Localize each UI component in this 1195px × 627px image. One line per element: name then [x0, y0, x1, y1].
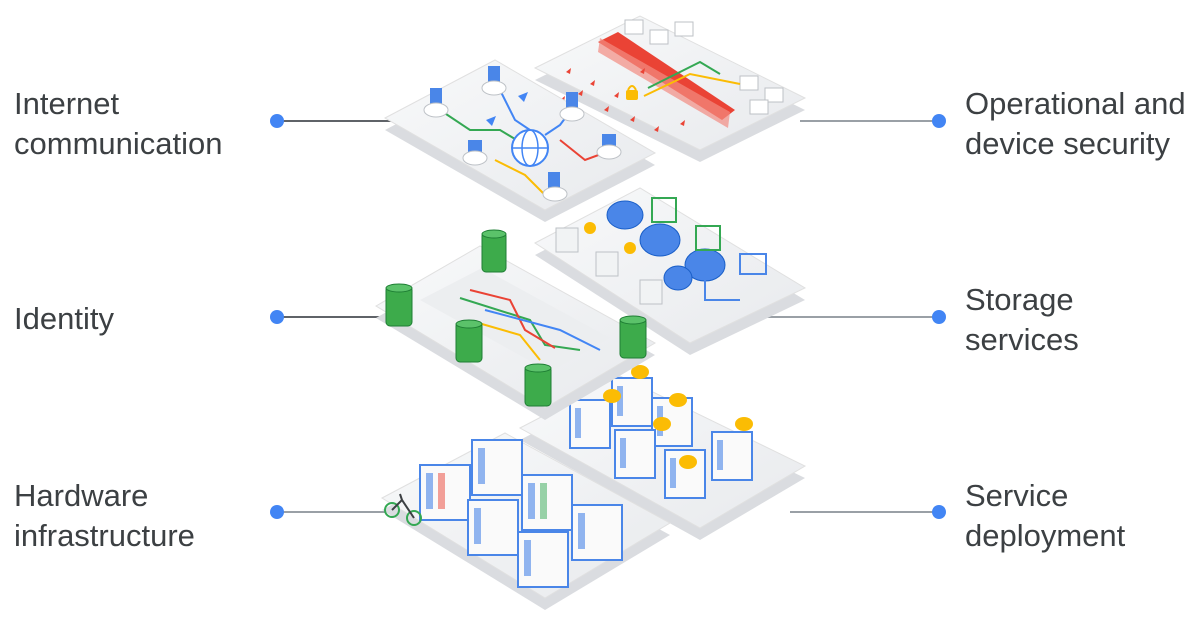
label-storage-services: Storage services [965, 280, 1079, 360]
connector-dot-internet [270, 114, 284, 128]
label-identity: Identity [14, 299, 114, 339]
lock-icon [626, 85, 638, 100]
database-icon [385, 229, 647, 407]
label-line: services [965, 322, 1079, 357]
internet-communication-platform [383, 59, 657, 222]
label-operational-device-security: Operational and device security [965, 84, 1186, 164]
identity-platform [375, 229, 657, 420]
hardware-infrastructure-platform [380, 432, 672, 610]
server-rack-icon [555, 227, 663, 305]
label-line: device security [965, 126, 1171, 161]
label-line: Internet [14, 86, 120, 121]
connector-dot-identity [270, 310, 284, 324]
label-line: Operational and [965, 86, 1186, 121]
lock-icon [584, 222, 636, 254]
server-rack-icon [419, 439, 623, 588]
operational-security-platform [533, 15, 807, 162]
label-line: Hardware [14, 478, 149, 513]
bicycle-icon [384, 493, 422, 526]
connectors [270, 114, 946, 519]
monitor-icon [739, 253, 767, 275]
connector-dot-service [932, 505, 946, 519]
storage-services-platform [534, 187, 807, 355]
label-line: Service [965, 478, 1069, 513]
label-line: Storage [965, 282, 1074, 317]
label-service-deployment: Service deployment [965, 476, 1125, 556]
connector-dot-operational [932, 114, 946, 128]
send-icon [486, 92, 528, 126]
threat-marker-icon [560, 68, 685, 132]
connector-dot-hardware [270, 505, 284, 519]
firewall-icon [598, 32, 735, 128]
cloud-icon [423, 80, 622, 202]
label-hardware-infrastructure: Hardware infrastructure [14, 476, 195, 556]
label-line: communication [14, 126, 223, 161]
cloud-icon [606, 200, 726, 291]
label-line: Identity [14, 301, 114, 336]
connector-dot-storage [932, 310, 946, 324]
service-deployment-platform [518, 365, 807, 540]
globe-icon [511, 129, 549, 167]
workstation-icon [624, 19, 784, 115]
label-internet-communication: Internet communication [14, 84, 222, 164]
label-line: deployment [965, 518, 1126, 553]
computer-icon [430, 66, 616, 188]
chat-bubble-icon [603, 365, 753, 469]
label-line: infrastructure [14, 518, 195, 553]
